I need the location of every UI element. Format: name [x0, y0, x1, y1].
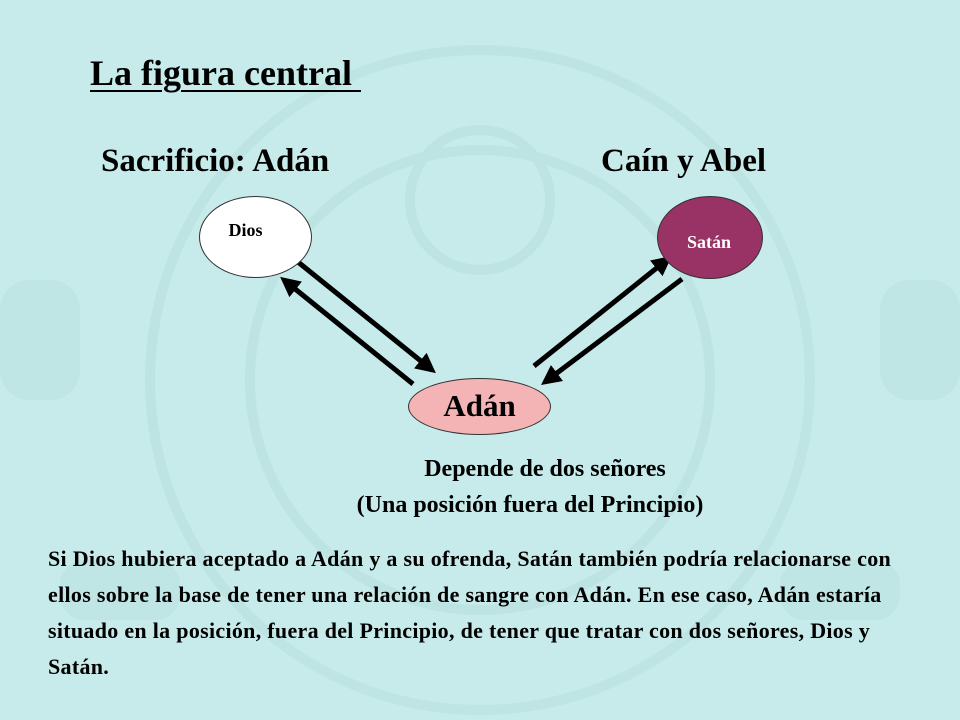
node-satan: Satán	[657, 196, 763, 279]
node-dios: Dios	[199, 196, 312, 278]
explanation-paragraph: Si Dios hubiera aceptado a Adán y a su o…	[48, 546, 892, 679]
subtitle-cain-abel: Caín y Abel	[601, 143, 767, 179]
page-title: La figura central	[90, 53, 361, 93]
caption-line-1: Depende de dos señores	[424, 456, 666, 482]
subtitle-sacrificio: Sacrificio: Adán	[101, 143, 330, 179]
caption-line-2: (Una posición fuera del Principio)	[356, 492, 704, 518]
node-adan: Adán	[408, 378, 551, 435]
node-satan-label: Satán	[686, 232, 731, 252]
arrow-adan-to-dios	[280, 276, 415, 386]
node-dios-label: Dios	[228, 219, 263, 240]
node-adan-label: Adán	[443, 387, 516, 423]
arrow-dios-to-adan	[296, 260, 436, 374]
arrow-satan-to-adan	[541, 277, 684, 386]
arrow-adan-to-satan	[532, 255, 672, 368]
